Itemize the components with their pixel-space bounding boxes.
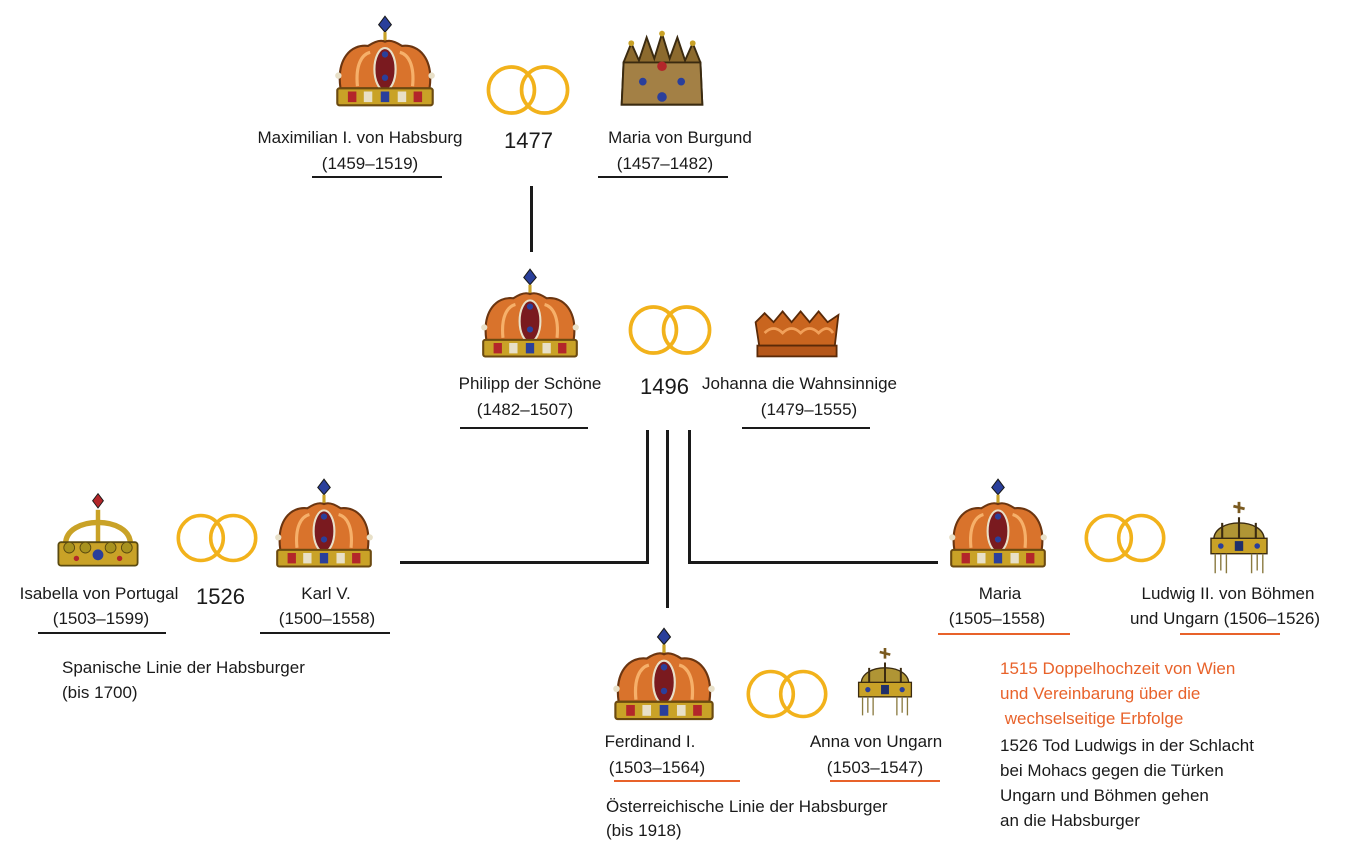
wedding-rings-icon bbox=[1080, 508, 1170, 568]
ludwig-name-line2: und Ungarn (1506–1526) bbox=[1130, 609, 1320, 628]
austrian-line-until: (bis 1918) bbox=[606, 821, 682, 840]
philipp-underline bbox=[460, 427, 588, 429]
isabella-dates: (1503–1599) bbox=[52, 609, 150, 628]
descent-line-gen1 bbox=[530, 186, 533, 252]
branch-line-karl bbox=[400, 561, 649, 564]
maximilian-name: Maximilian I. von Habsburg bbox=[257, 128, 463, 147]
descent-line-karl bbox=[646, 430, 649, 564]
mohacs-note-2: bei Mohacs gegen die Türken bbox=[1000, 761, 1224, 780]
isabella-underline bbox=[38, 632, 166, 634]
anna-underline bbox=[830, 780, 940, 782]
ferdinand-crown-icon bbox=[610, 622, 718, 734]
mohacs-note-4: an die Habsburger bbox=[1000, 811, 1140, 830]
ludwig-underline bbox=[1180, 633, 1280, 635]
castile-crown-icon bbox=[752, 306, 842, 360]
austrian-line-note: Österreichische Linie der Habsburger bbox=[606, 797, 888, 816]
isabella-name: Isabella von Portugal bbox=[19, 584, 179, 603]
descent-line-ferdinand bbox=[666, 430, 669, 608]
philipp-dates: (1482–1507) bbox=[476, 400, 574, 419]
johanna-name: Johanna die Wahnsinnige bbox=[702, 374, 898, 393]
maria-burgund-underline bbox=[598, 176, 728, 178]
marriage-year-1496: 1496 bbox=[640, 374, 689, 399]
spanish-line-note: Spanische Linie der Habsburger bbox=[62, 658, 305, 677]
wedding-rings-icon bbox=[742, 664, 832, 724]
ferdinand-underline bbox=[614, 780, 740, 782]
karl-crown-icon bbox=[272, 472, 376, 582]
maria-burgund-name: Maria von Burgund bbox=[608, 128, 752, 147]
branch-line-maria bbox=[688, 561, 938, 564]
anna-name: Anna von Ungarn bbox=[809, 732, 943, 751]
maximilian-dates: (1459–1519) bbox=[321, 154, 419, 173]
karl-name: Karl V. bbox=[301, 584, 351, 603]
karl-underline bbox=[260, 632, 390, 634]
hungarian-crown-icon bbox=[852, 638, 918, 728]
maria-crown-icon bbox=[946, 472, 1050, 582]
descent-line-maria bbox=[688, 430, 691, 564]
maximilian-underline bbox=[312, 176, 442, 178]
mohacs-note-3: Ungarn und Böhmen gehen bbox=[1000, 786, 1209, 805]
anna-dates: (1503–1547) bbox=[826, 758, 924, 777]
wedding-rings-icon bbox=[624, 300, 716, 360]
maximilian-crown-icon bbox=[332, 10, 438, 120]
johanna-dates: (1479–1555) bbox=[760, 400, 858, 419]
marriage-year-1526: 1526 bbox=[196, 584, 245, 609]
ferdinand-name: Ferdinand I. bbox=[604, 732, 696, 751]
portugal-crown-icon bbox=[48, 490, 148, 580]
philipp-crown-icon bbox=[478, 262, 582, 372]
ludwig-name-line1: Ludwig II. von Böhmen bbox=[1141, 584, 1315, 603]
wedding-rings-icon bbox=[482, 60, 574, 120]
double-wedding-note-2: und Vereinbarung über die bbox=[1000, 684, 1201, 703]
maria-underline bbox=[938, 633, 1070, 635]
maria-name: Maria bbox=[978, 584, 1022, 603]
maria-dates: (1505–1558) bbox=[948, 609, 1046, 628]
marriage-year-1477: 1477 bbox=[504, 128, 553, 153]
burgundy-crown-icon bbox=[614, 24, 710, 120]
hungarian-crown-icon bbox=[1204, 494, 1274, 584]
karl-dates: (1500–1558) bbox=[278, 609, 376, 628]
philipp-name: Philipp der Schöne bbox=[458, 374, 602, 393]
spanish-line-until: (bis 1700) bbox=[62, 683, 138, 702]
wedding-rings-icon bbox=[172, 508, 262, 568]
double-wedding-note-1: 1515 Doppelhochzeit von Wien bbox=[1000, 659, 1236, 678]
ferdinand-dates: (1503–1564) bbox=[608, 758, 706, 777]
johanna-underline bbox=[742, 427, 870, 429]
double-wedding-note-3: wechselseitige Erbfolge bbox=[1000, 709, 1184, 728]
maria-burgund-dates: (1457–1482) bbox=[616, 154, 714, 173]
mohacs-note-1: 1526 Tod Ludwigs in der Schlacht bbox=[1000, 736, 1254, 755]
